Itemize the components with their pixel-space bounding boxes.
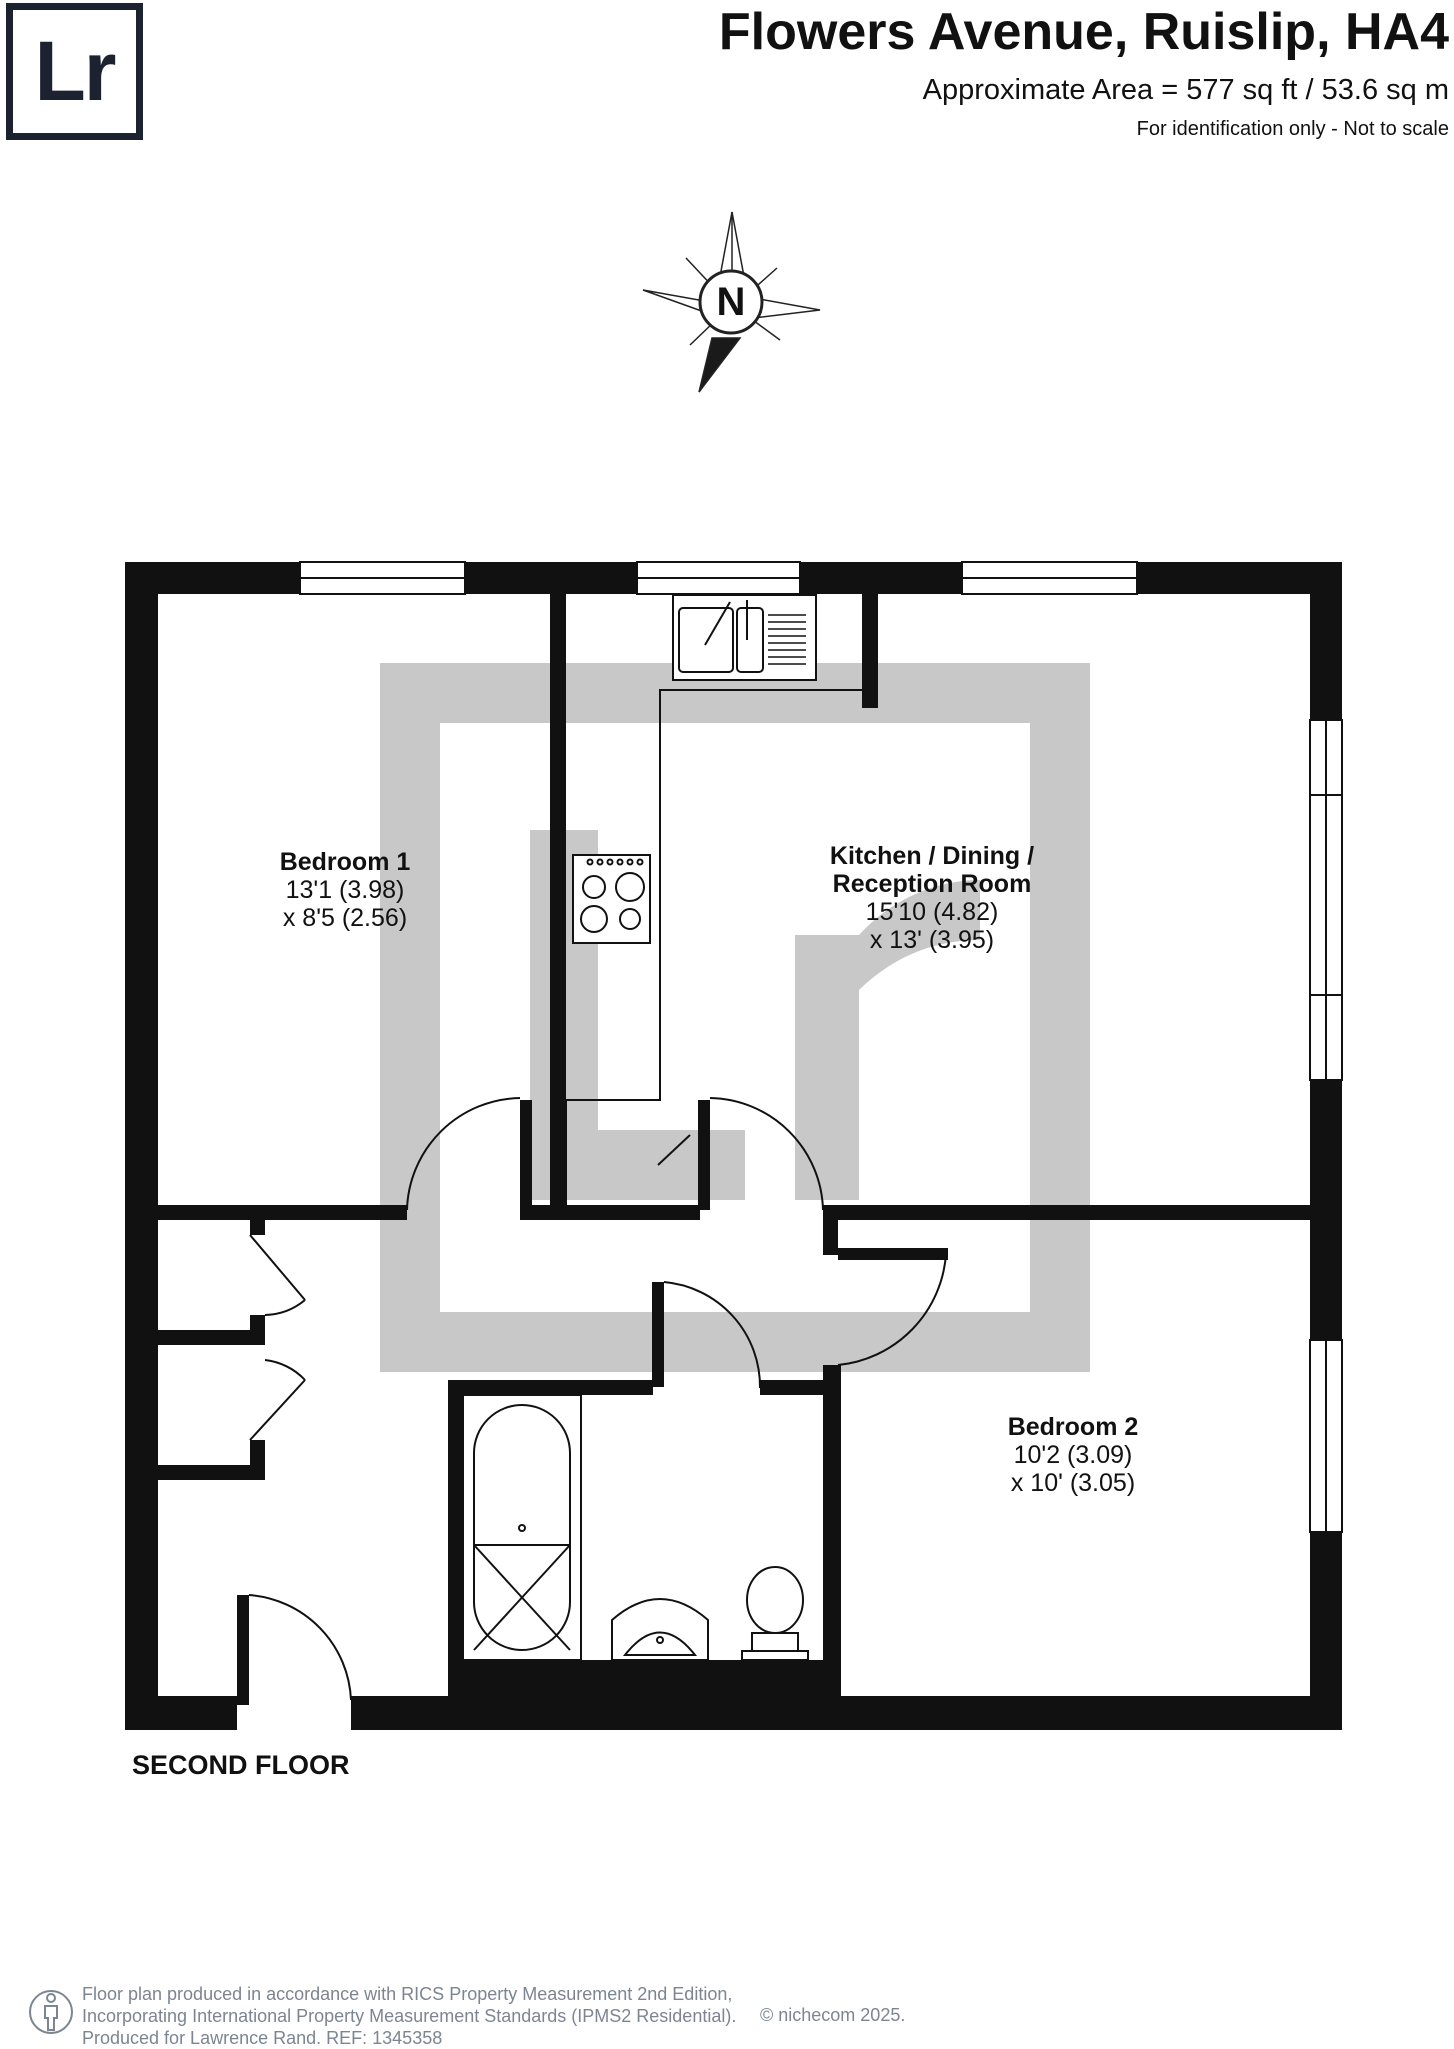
footer-line-2: Incorporating International Property Mea… — [82, 2006, 737, 2026]
footer-text: Floor plan produced in accordance with R… — [82, 1983, 736, 2049]
room-name: Bedroom 1 — [279, 848, 411, 876]
copyright: © nichecom 2025. — [760, 2005, 906, 2025]
room-dimension-1: 10'2 (3.09) — [1013, 1441, 1133, 1469]
approximate-area: Approximate Area = 577 sq ft / 53.6 sq m — [922, 74, 1449, 106]
footer-line-3: Produced for Lawrence Rand. REF: 1345358 — [82, 2028, 443, 2048]
person-icon — [29, 1990, 73, 2034]
room-dimension-2: x 13' (3.95) — [869, 926, 995, 954]
room-label-bedroom-1: Bedroom 1 13'1 (3.98) x 8'5 (2.56) — [280, 848, 411, 932]
room-dimension-2: x 10' (3.05) — [1010, 1469, 1136, 1497]
kitchen-fittings — [565, 594, 862, 1205]
compass-rose — [642, 211, 821, 393]
room-dimension-1: 15'10 (4.82) — [865, 898, 999, 926]
room-name: Bedroom 2 — [1007, 1413, 1139, 1441]
footer-line-1: Floor plan produced in accordance with R… — [82, 1984, 733, 2004]
brand-logo: Lr — [6, 3, 143, 140]
windows — [299, 561, 1343, 1533]
room-name: Kitchen / Dining / — [829, 842, 1035, 870]
compass-north-letter: N — [716, 280, 746, 324]
interior-walls — [152, 590, 1313, 1710]
room-dimension-2: x 8'5 (2.56) — [282, 904, 408, 932]
room-label-bedroom-2: Bedroom 2 10'2 (3.09) x 10' (3.05) — [1008, 1413, 1139, 1497]
room-label-kitchen: Kitchen / Dining / Reception Room 15'10 … — [830, 842, 1034, 954]
room-dimension-1: 13'1 (3.98) — [285, 876, 405, 904]
bathroom-fittings — [462, 1394, 809, 1661]
floor-label: SECOND FLOOR — [132, 1750, 350, 1780]
room-name-line-2: Reception Room — [832, 870, 1032, 898]
watermark-logo — [380, 663, 1090, 1372]
property-title: Flowers Avenue, Ruislip, HA4 — [718, 3, 1449, 61]
identification-note: For identification only - Not to scale — [1136, 118, 1449, 140]
logo-text: Lr — [34, 24, 117, 118]
doors — [237, 1097, 948, 1705]
